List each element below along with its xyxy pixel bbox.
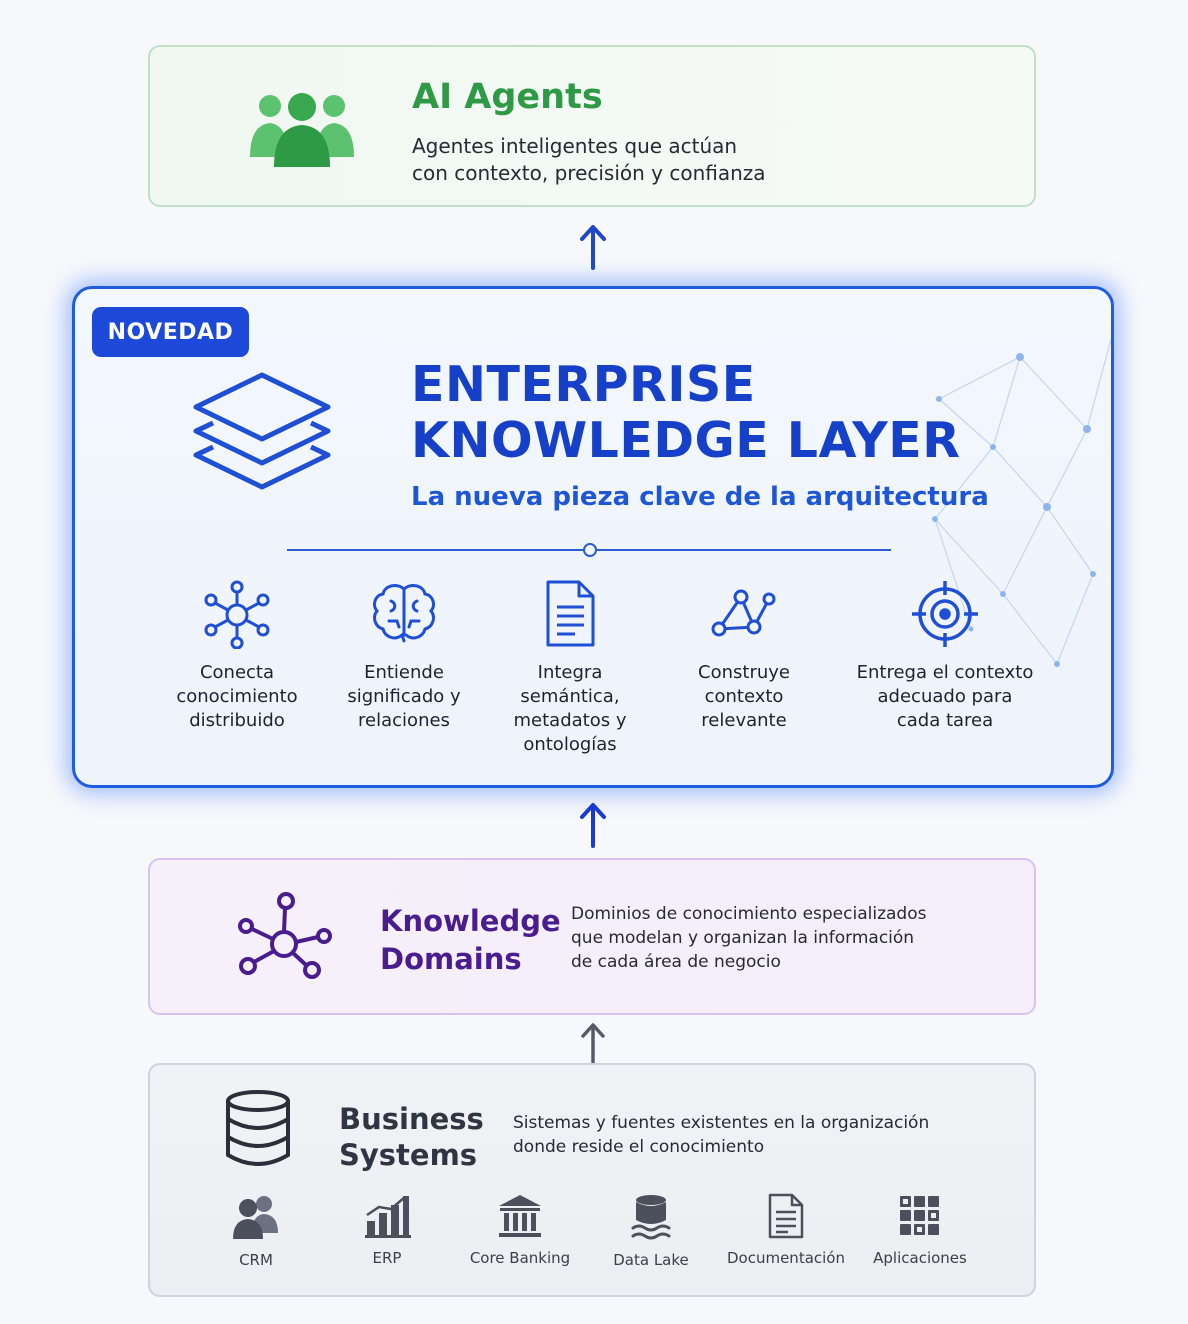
feature-label: Integra semántica, metadatos y ontología…: [513, 662, 627, 755]
hub-network-icon: [204, 580, 270, 650]
hub-network-icon: [234, 890, 334, 986]
bank-icon: [499, 1195, 541, 1237]
system-item-data-lake: Data Lake: [586, 1193, 716, 1269]
arrow-up-icon: [573, 800, 613, 852]
system-item-erp: ERP: [322, 1193, 452, 1267]
knowledge-layer-subtitle: La nueva pieza clave de la arquitectura: [411, 482, 989, 512]
system-item-core-banking: Core Banking: [455, 1193, 585, 1267]
knowledge-domains-panel: Knowledge Domains Dominios de conocimien…: [148, 858, 1036, 1015]
layers-icon: [191, 371, 333, 513]
enterprise-knowledge-layer-panel: NOVEDAD ENTERPRISE KNOWLEDGE LAYER La nu…: [72, 286, 1114, 788]
feature-label: Construye contexto relevante: [698, 662, 790, 731]
domains-description: Dominios de conocimiento especializados …: [571, 904, 927, 972]
network-decoration-icon: [932, 338, 1111, 667]
brain-icon: [373, 584, 435, 643]
arrow-up-icon: [573, 1020, 613, 1068]
divider-dot: [583, 543, 597, 557]
system-label: Core Banking: [469, 1249, 571, 1267]
system-label: Documentación: [726, 1249, 845, 1267]
feature-label: Entiende significado y relaciones: [347, 662, 461, 731]
bar-chart-icon: [365, 1196, 411, 1238]
database-icon: [224, 1089, 292, 1171]
feature-item: Conecta conocimiento distribuido: [142, 579, 332, 733]
system-label: CRM: [239, 1251, 273, 1269]
novedad-badge: NOVEDAD: [92, 307, 249, 357]
feature-item: Entrega el contexto adecuado para cada t…: [850, 579, 1040, 733]
system-item-aplicaciones: Aplicaciones: [855, 1193, 985, 1267]
feature-item: Integra semántica, metadatos y ontología…: [475, 579, 665, 757]
domains-title: Knowledge Domains: [380, 904, 561, 976]
system-item-crm: CRM: [191, 1193, 321, 1269]
data-lake-icon: [631, 1195, 671, 1240]
feature-label: Conecta conocimiento distribuido: [176, 662, 298, 731]
apps-grid-icon: [900, 1196, 939, 1235]
users-icon: [233, 1196, 278, 1239]
system-item-documentacion: Documentación: [721, 1193, 851, 1267]
system-label: Data Lake: [613, 1251, 689, 1269]
feature-item: Entiende significado y relaciones: [309, 579, 499, 733]
agents-title: AI Agents: [412, 77, 603, 117]
business-systems-panel: Business Systems Sistemas y fuentes exis…: [148, 1063, 1036, 1297]
knowledge-layer-title: ENTERPRISE KNOWLEDGE LAYER: [411, 356, 961, 469]
systems-description: Sistemas y fuentes existentes en la orga…: [513, 1113, 930, 1157]
document-icon: [768, 1193, 804, 1239]
feature-label: Entrega el contexto adecuado para cada t…: [856, 662, 1034, 731]
feature-item: Construye contexto relevante: [649, 579, 839, 733]
graph-nodes-icon: [711, 589, 776, 637]
system-label: ERP: [372, 1249, 402, 1267]
people-group-icon: [250, 91, 354, 171]
system-label: Aplicaciones: [873, 1249, 967, 1267]
agents-description: Agentes inteligentes que actúan con cont…: [412, 134, 766, 185]
systems-title: Business Systems: [339, 1102, 484, 1172]
document-icon: [546, 580, 595, 647]
arrow-up-icon: [573, 222, 613, 274]
target-icon: [912, 581, 978, 647]
ai-agents-panel: AI Agents Agentes inteligentes que actúa…: [148, 45, 1036, 207]
